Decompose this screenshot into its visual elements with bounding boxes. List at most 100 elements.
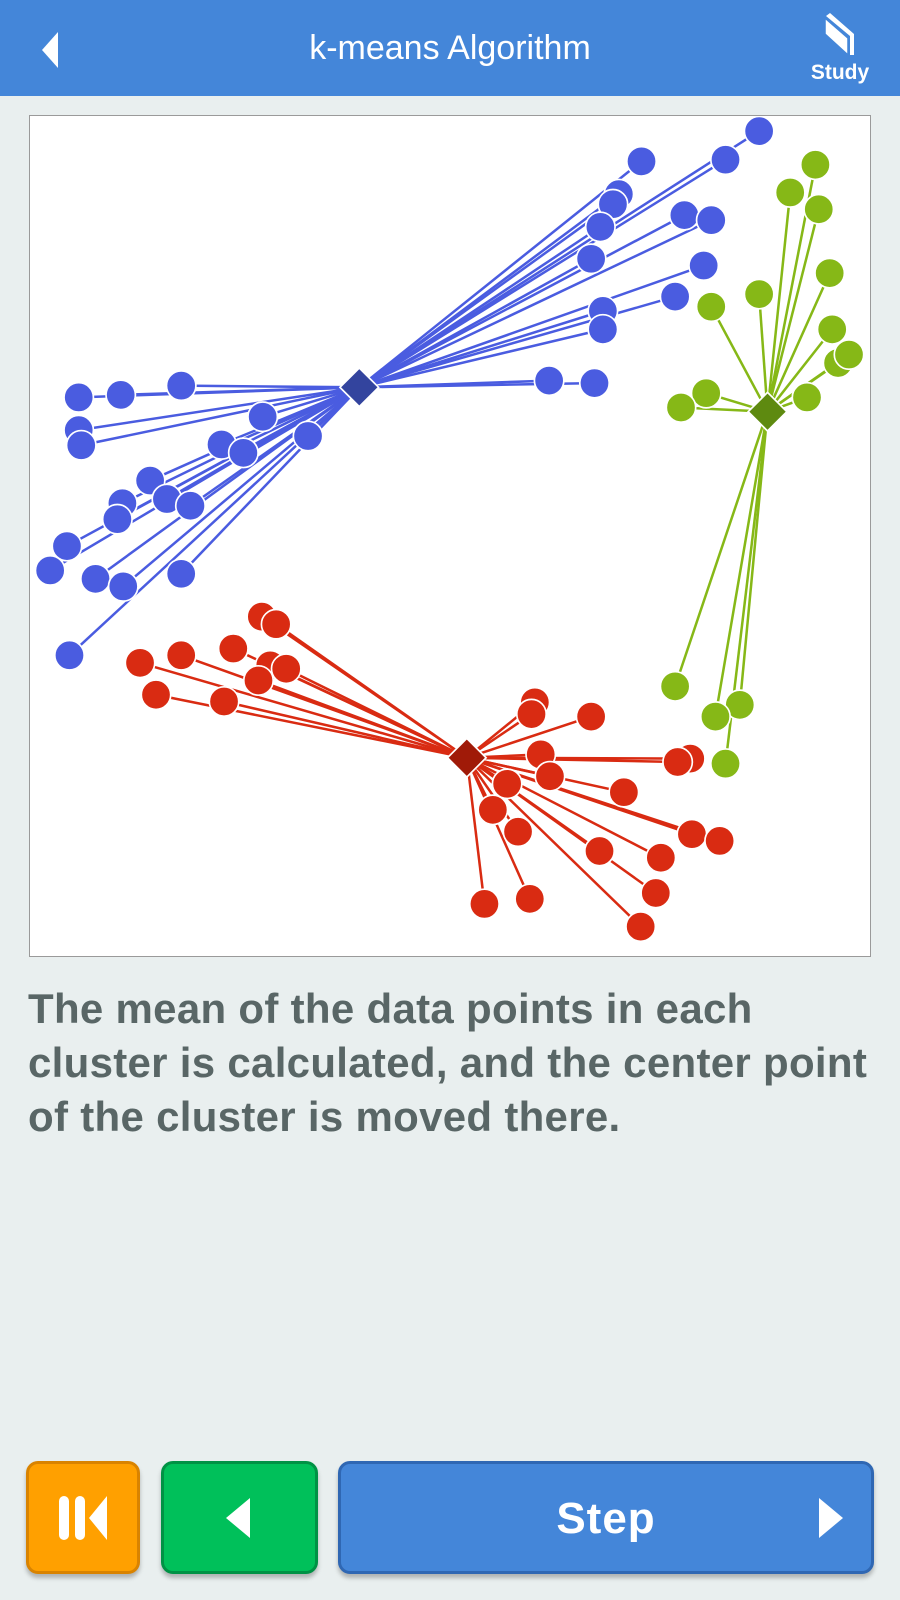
blue-link-line	[358, 203, 614, 389]
red-data-point	[260, 608, 292, 640]
blue-link-line	[80, 386, 360, 447]
green-data-point	[690, 377, 722, 409]
blue-link-line	[94, 386, 361, 580]
green-data-point	[659, 670, 691, 702]
blue-link-line	[181, 384, 360, 389]
triangle-left-icon	[226, 1498, 250, 1538]
red-data-point	[242, 664, 275, 697]
green-data-point	[665, 391, 697, 424]
triangle-right-icon	[819, 1498, 843, 1538]
blue-data-point	[101, 503, 133, 535]
step-label: Step	[556, 1494, 656, 1543]
app-header: k-means Algorithm Study	[0, 0, 900, 96]
blue-data-point	[659, 281, 691, 313]
chevron-left-icon	[42, 32, 58, 68]
red-link-line	[275, 623, 468, 759]
study-label: Study	[810, 61, 870, 84]
blue-link-line	[358, 328, 604, 389]
blue-data-point	[65, 429, 97, 461]
red-data-point	[704, 825, 736, 857]
green-data-point	[699, 701, 731, 733]
scatter-chart	[34, 116, 865, 943]
blue-link-line	[358, 295, 676, 389]
red-link-line	[285, 667, 468, 759]
step-description: The mean of the data points in each clus…	[28, 985, 868, 1140]
red-data-point	[468, 888, 500, 920]
red-data-point	[515, 698, 548, 730]
green-data-point	[816, 313, 848, 345]
blue-data-point	[34, 554, 66, 586]
green-link-line	[714, 411, 769, 717]
blue-link-line	[358, 158, 727, 389]
red-data-point	[270, 653, 302, 685]
blue-data-point	[105, 379, 137, 411]
skip-to-start-icon	[59, 1496, 107, 1540]
blue-data-point	[63, 381, 95, 413]
red-data-point	[625, 911, 657, 943]
blue-data-point	[743, 116, 775, 147]
blue-data-point	[107, 570, 139, 602]
blue-link-line	[358, 214, 685, 389]
red-data-point	[165, 639, 197, 671]
blue-link-line	[358, 264, 705, 389]
red-data-point	[575, 701, 607, 733]
green-link-line	[766, 272, 831, 413]
blue-link-line	[262, 386, 360, 418]
red-data-point	[676, 818, 708, 850]
book-icon	[824, 13, 854, 57]
green-data-point	[774, 176, 806, 208]
green-data-point	[803, 193, 835, 225]
red-data-point	[662, 746, 694, 778]
red-link-line	[465, 757, 486, 905]
red-data-point	[502, 816, 534, 848]
red-link-line	[466, 715, 592, 759]
previous-step-button[interactable]	[161, 1461, 318, 1574]
green-data-point	[709, 748, 742, 780]
blue-data-point	[587, 313, 619, 345]
red-data-point	[608, 776, 640, 808]
blue-link-line	[78, 386, 360, 432]
blue-data-point	[625, 145, 658, 177]
green-data-point	[743, 278, 775, 310]
back-button[interactable]	[38, 30, 68, 70]
blue-data-point	[165, 370, 197, 402]
red-link-line	[258, 679, 468, 759]
green-link-line	[766, 192, 792, 412]
green-link-line	[673, 411, 769, 687]
blue-data-point	[668, 199, 700, 231]
green-link-line	[766, 328, 834, 413]
blue-link-line	[149, 386, 360, 482]
green-data-point	[814, 257, 846, 289]
blue-data-point	[292, 420, 324, 452]
blue-link-line	[49, 386, 360, 572]
red-data-point	[140, 679, 172, 711]
blue-link-line	[120, 386, 360, 397]
blue-data-point	[51, 530, 83, 562]
red-data-point	[217, 633, 249, 665]
blue-data-point	[174, 490, 206, 522]
green-link-line	[766, 208, 820, 412]
green-centroid-marker	[747, 391, 789, 433]
red-data-point	[645, 842, 677, 874]
green-data-point	[799, 149, 831, 181]
blue-link-line	[358, 219, 712, 389]
blue-link-line	[122, 386, 361, 588]
blue-data-point	[53, 639, 86, 671]
blue-centroid-marker	[338, 366, 380, 408]
blue-data-point	[688, 249, 720, 282]
step-button[interactable]: Step	[338, 1461, 874, 1574]
reset-button[interactable]	[26, 1461, 140, 1574]
study-button[interactable]: Study	[802, 12, 878, 84]
kmeans-plot	[29, 115, 871, 957]
blue-data-point	[695, 204, 727, 236]
blue-link-line	[358, 160, 643, 389]
green-data-point	[833, 339, 865, 371]
red-link-line	[155, 693, 468, 759]
green-link-line	[710, 306, 769, 413]
blue-data-point	[709, 144, 742, 176]
blue-data-point	[575, 243, 607, 275]
blue-data-point	[578, 367, 611, 399]
blue-link-line	[358, 225, 602, 389]
blue-data-point	[247, 401, 279, 433]
green-data-point	[695, 291, 727, 323]
